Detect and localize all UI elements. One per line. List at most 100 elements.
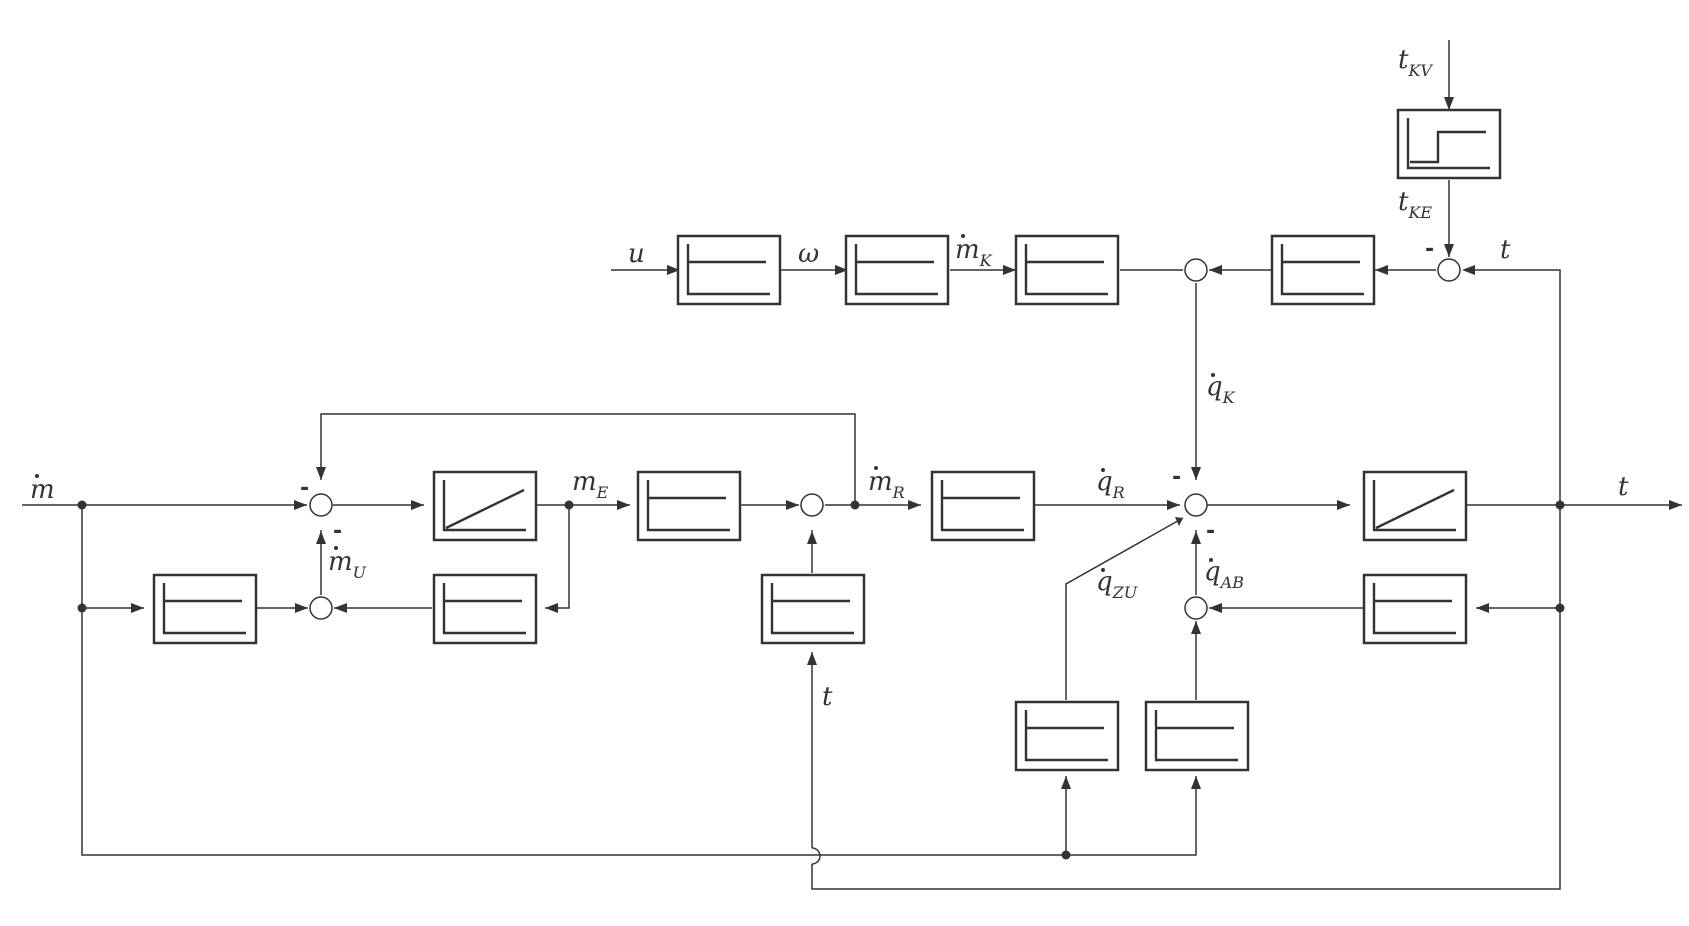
branch-points bbox=[77, 500, 1565, 860]
signal-labels: m mE mR mU mK u ω qK qR qZU qAB t t t tK… bbox=[30, 45, 1629, 712]
arrowhead bbox=[1061, 776, 1071, 789]
overdot bbox=[874, 466, 878, 470]
gain-mE-mR-block bbox=[636, 470, 742, 542]
arrowhead bbox=[1444, 97, 1454, 110]
arrowhead bbox=[334, 603, 347, 613]
arrowhead bbox=[1462, 265, 1475, 275]
gain-mE-feedback-block bbox=[432, 573, 538, 645]
label-t-KE: tKE bbox=[1398, 187, 1432, 222]
arrowhead bbox=[1444, 244, 1454, 257]
arrowhead bbox=[1191, 621, 1201, 634]
branch-dot bbox=[564, 500, 574, 510]
overdot bbox=[961, 234, 965, 238]
transfer-blocks bbox=[152, 108, 1502, 772]
wire-mE-feedback bbox=[545, 505, 570, 609]
label-q-R-dot: qR bbox=[1096, 467, 1125, 502]
wire-t-bottom-bus bbox=[811, 608, 1561, 890]
arrowhead bbox=[1375, 265, 1388, 275]
label-t-KV: tKV bbox=[1398, 45, 1433, 80]
arrowhead bbox=[807, 531, 817, 544]
wire-crossing-hop bbox=[811, 847, 821, 865]
label-m-dot: m bbox=[30, 475, 55, 505]
label-q-ZU-dot: qZU bbox=[1096, 567, 1138, 602]
sum-junction-qAB bbox=[1184, 596, 1208, 620]
gain-qAB-block bbox=[1144, 700, 1250, 772]
arrowhead bbox=[131, 603, 144, 613]
arrowhead bbox=[1003, 265, 1016, 275]
arrowhead bbox=[295, 603, 308, 613]
arrowhead bbox=[835, 265, 848, 275]
minus-sign: - bbox=[333, 519, 342, 544]
arrowhead bbox=[1191, 531, 1201, 544]
sum-junction-2 bbox=[309, 596, 333, 620]
arrowhead bbox=[1167, 500, 1180, 510]
label-omega: ω bbox=[798, 239, 819, 269]
overdot bbox=[1211, 373, 1215, 377]
label-m-K-dot: mK bbox=[955, 235, 993, 270]
label-m-E: mE bbox=[572, 467, 609, 502]
overdot bbox=[35, 474, 39, 478]
branch-dot bbox=[1061, 850, 1071, 860]
wire-qZU bbox=[1065, 517, 1184, 700]
arrowheads bbox=[131, 97, 1682, 789]
arrowhead bbox=[545, 603, 558, 613]
gain-t-mR-block bbox=[760, 573, 866, 645]
gain-mK-qK-block bbox=[1014, 234, 1120, 306]
label-m-U-dot: mU bbox=[328, 547, 367, 582]
arrowhead bbox=[411, 500, 424, 510]
label-q-AB-dot: qAB bbox=[1204, 557, 1244, 592]
gain-t-qAB-block bbox=[1362, 573, 1468, 645]
sum-junction-top bbox=[1184, 258, 1208, 282]
minus-sign: - bbox=[1206, 519, 1215, 544]
arrowhead bbox=[1476, 603, 1489, 613]
minus-sign: - bbox=[1425, 237, 1434, 262]
arrowhead bbox=[786, 500, 799, 510]
arrowhead bbox=[1669, 500, 1682, 510]
signal-wires bbox=[22, 40, 1682, 890]
branch-dot bbox=[1555, 500, 1565, 510]
arrowhead bbox=[294, 500, 307, 510]
gain-omega-mK-block bbox=[844, 234, 950, 306]
minus-sign: - bbox=[1172, 465, 1181, 490]
label-t-feedback-top: t bbox=[1500, 235, 1511, 265]
summing-junctions bbox=[309, 258, 1461, 620]
arrowhead bbox=[316, 531, 326, 544]
arrowhead bbox=[1175, 517, 1183, 526]
label-q-K-dot: qK bbox=[1206, 372, 1236, 407]
branch-dot bbox=[77, 500, 87, 510]
gain-tKE-block bbox=[1270, 234, 1376, 306]
integrator-t-block bbox=[1362, 470, 1468, 542]
overdot bbox=[1209, 558, 1213, 562]
sum-junction-tKE bbox=[1437, 258, 1461, 282]
label-u: u bbox=[628, 239, 645, 269]
step-tKV-block bbox=[1396, 108, 1502, 180]
label-t-output: t bbox=[1618, 472, 1629, 502]
branch-dot bbox=[1555, 603, 1565, 613]
branch-dot bbox=[77, 603, 87, 613]
integrator-mE-block bbox=[432, 470, 538, 542]
overdot bbox=[1101, 468, 1105, 472]
sum-junction-1 bbox=[309, 493, 333, 517]
label-m-R-dot: mR bbox=[868, 467, 905, 502]
branch-dot bbox=[850, 500, 860, 510]
gain-u-omega-block bbox=[676, 234, 782, 306]
arrowhead bbox=[617, 500, 630, 510]
arrowhead bbox=[908, 500, 921, 510]
sign-marks: - - - - - bbox=[300, 237, 1434, 544]
overdot bbox=[334, 546, 338, 550]
wire-mR-feedback bbox=[320, 413, 856, 505]
arrowhead bbox=[1337, 500, 1350, 510]
minus-sign: - bbox=[300, 476, 309, 501]
arrowhead bbox=[316, 467, 326, 480]
sum-junction-main bbox=[1184, 493, 1208, 517]
label-t-bottom: t bbox=[822, 682, 833, 712]
wire-t-feedback-qAB bbox=[1476, 505, 1561, 609]
sum-junction-3 bbox=[800, 493, 824, 517]
wire-t-feedback-top bbox=[1466, 269, 1561, 505]
arrowhead bbox=[667, 265, 680, 275]
arrowhead bbox=[1209, 603, 1222, 613]
arrowhead bbox=[1209, 265, 1222, 275]
wire-m-branch-feedforward bbox=[81, 505, 144, 609]
gain-mR-qR-block bbox=[930, 470, 1036, 542]
